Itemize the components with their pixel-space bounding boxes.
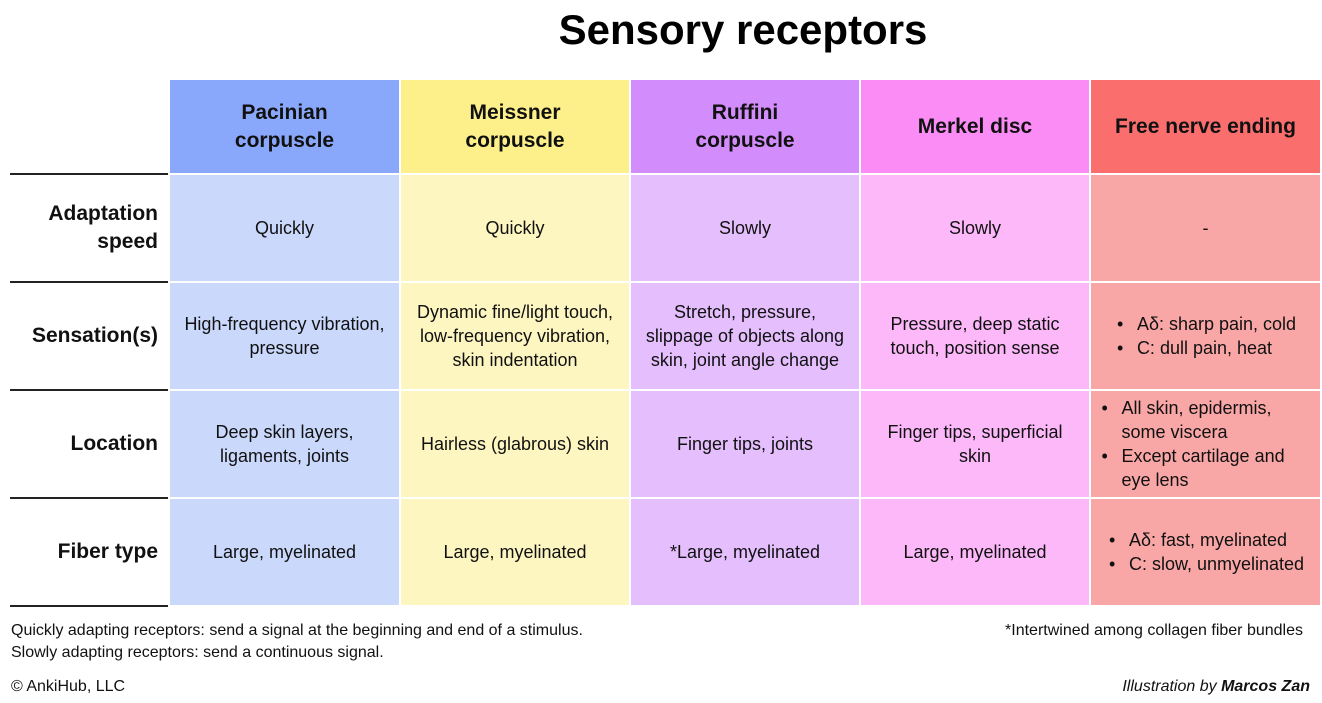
cell-text: Stretch, pressure, slippage of objects a… xyxy=(645,302,845,370)
bullet-list: All skin, epidermis, some visceraExcept … xyxy=(1100,396,1312,492)
cell-text: Slowly xyxy=(718,218,771,238)
column-header-label: Merkel disc xyxy=(918,113,1032,141)
row-label-text-line: Adaptation xyxy=(48,202,158,225)
copyright: © AnkiHub, LLC xyxy=(11,678,126,695)
credit-prefix: Illustration by xyxy=(1122,678,1222,695)
cell-text: Finger tips, joints xyxy=(676,434,814,454)
table-cell: Aδ: sharp pain, coldC: dull pain, heat xyxy=(1091,283,1320,389)
table-cell: Large, myelinated xyxy=(401,499,629,605)
table-cell: - xyxy=(1091,175,1320,281)
row-label-text: Sensation(s) xyxy=(32,322,158,350)
cell-text: Large, myelinated xyxy=(443,542,587,562)
column-header-pacinian-corpuscle: Pacinian corpuscle xyxy=(170,80,399,173)
table-cell: Finger tips, superficial skin xyxy=(861,391,1089,497)
column-header-label-line: corpuscle xyxy=(695,128,795,152)
note-quickly-adapting: Quickly adapting receptors: send a signa… xyxy=(11,622,583,639)
table-cell: Slowly xyxy=(861,175,1089,281)
cell-text: Hairless (glabrous) skin xyxy=(420,434,610,454)
row-label-text: Location xyxy=(71,430,159,458)
table-cell: High-frequency vibration, pressure xyxy=(170,283,399,389)
table-cell: Deep skin layers, ligaments, joints xyxy=(170,391,399,497)
illustration-credit: Illustration by Marcos Zan xyxy=(1122,676,1310,698)
table-cell: Dynamic fine/light touch, low-frequency … xyxy=(401,283,629,389)
bullet-list: Aδ: sharp pain, coldC: dull pain, heat xyxy=(1115,312,1296,360)
cell-text: Large, myelinated xyxy=(212,542,357,562)
bullet-item: C: slow, unmyelinated xyxy=(1107,552,1304,576)
column-header-label-line: corpuscle xyxy=(234,128,335,152)
bullet-item: Except cartilage and eye lens xyxy=(1100,444,1312,492)
column-header-label-line: Ruffini xyxy=(711,100,779,124)
row-label-text-line: speed xyxy=(97,230,158,253)
table-cell: Aδ: fast, myelinatedC: slow, unmyelinate… xyxy=(1091,499,1320,605)
column-header-label: Meissner corpuscle xyxy=(465,99,564,155)
row-label-fiber-type: Fiber type xyxy=(10,497,168,607)
note-slowly-adapting: Slowly adapting receptors: send a contin… xyxy=(11,644,384,661)
cell-text: Slowly xyxy=(948,218,1001,238)
row-label-text-line: Location xyxy=(70,432,159,455)
cell-text: High-frequency vibration, pressure xyxy=(184,314,385,358)
cell-text: Large, myelinated xyxy=(903,542,1047,562)
bullet-item: Aδ: sharp pain, cold xyxy=(1115,312,1296,336)
cell-text: Quickly xyxy=(485,218,545,238)
column-header-free-nerve-ending: Free nerve ending xyxy=(1091,80,1320,173)
table-cell: Hairless (glabrous) skin xyxy=(401,391,629,497)
table-cell: Large, myelinated xyxy=(861,499,1089,605)
cell-text: Quickly xyxy=(254,218,314,238)
bullet-item: C: dull pain, heat xyxy=(1115,336,1296,360)
adaptation-notes: Quickly adapting receptors: send a signa… xyxy=(11,620,583,664)
row-label-text-line: Sensation(s) xyxy=(31,324,158,347)
table-cell: *Large, myelinated xyxy=(631,499,859,605)
row-label-sensation-s: Sensation(s) xyxy=(10,281,168,389)
table-cell: All skin, epidermis, some visceraExcept … xyxy=(1091,391,1320,497)
column-header-label-line: Free nerve ending xyxy=(1115,114,1296,138)
row-label-adaptation-speed: Adaptation speed xyxy=(10,173,168,281)
column-header-label-line: Meissner xyxy=(469,100,561,124)
footnote: *Intertwined among collagen fiber bundle… xyxy=(1005,622,1303,639)
table-cell: Stretch, pressure, slippage of objects a… xyxy=(631,283,859,389)
table-cell: Pressure, deep static touch, position se… xyxy=(861,283,1089,389)
column-header-ruffini-corpuscle: Ruffini corpuscle xyxy=(631,80,859,173)
column-header-label: Ruffini corpuscle xyxy=(695,99,794,155)
table-cell: Slowly xyxy=(631,175,859,281)
cell-text: - xyxy=(1202,218,1209,238)
row-label-location: Location xyxy=(10,389,168,497)
bullet-list: Aδ: fast, myelinatedC: slow, unmyelinate… xyxy=(1107,528,1304,576)
column-header-meissner-corpuscle: Meissner corpuscle xyxy=(401,80,629,173)
bullet-item: All skin, epidermis, some viscera xyxy=(1100,396,1312,444)
cell-text: Finger tips, superficial skin xyxy=(887,422,1063,466)
table-cell: Large, myelinated xyxy=(170,499,399,605)
column-header-label: Pacinian corpuscle xyxy=(235,99,334,155)
column-header-label-line: Pacinian xyxy=(241,100,328,124)
column-header-label: Free nerve ending xyxy=(1115,113,1296,141)
table-cell: Quickly xyxy=(401,175,629,281)
row-label-text-line: Fiber type xyxy=(57,540,158,563)
cell-text: *Large, myelinated xyxy=(669,542,821,562)
column-header-merkel-disc: Merkel disc xyxy=(861,80,1089,173)
table-cell: Quickly xyxy=(170,175,399,281)
cell-text: Dynamic fine/light touch, low-frequency … xyxy=(416,302,614,370)
credit-author: Marcos Zan xyxy=(1221,678,1310,695)
table-corner xyxy=(10,80,168,173)
row-label-text: Adaptation speed xyxy=(48,200,158,256)
cell-text: Pressure, deep static touch, position se… xyxy=(890,314,1060,358)
row-label-text: Fiber type xyxy=(58,538,158,566)
column-header-label-line: Merkel disc xyxy=(917,114,1033,138)
cell-text: Deep skin layers, ligaments, joints xyxy=(215,422,354,466)
bullet-item: Aδ: fast, myelinated xyxy=(1107,528,1304,552)
column-header-label-line: corpuscle xyxy=(465,128,565,152)
table-cell: Finger tips, joints xyxy=(631,391,859,497)
page-title: Sensory receptors xyxy=(558,6,928,53)
